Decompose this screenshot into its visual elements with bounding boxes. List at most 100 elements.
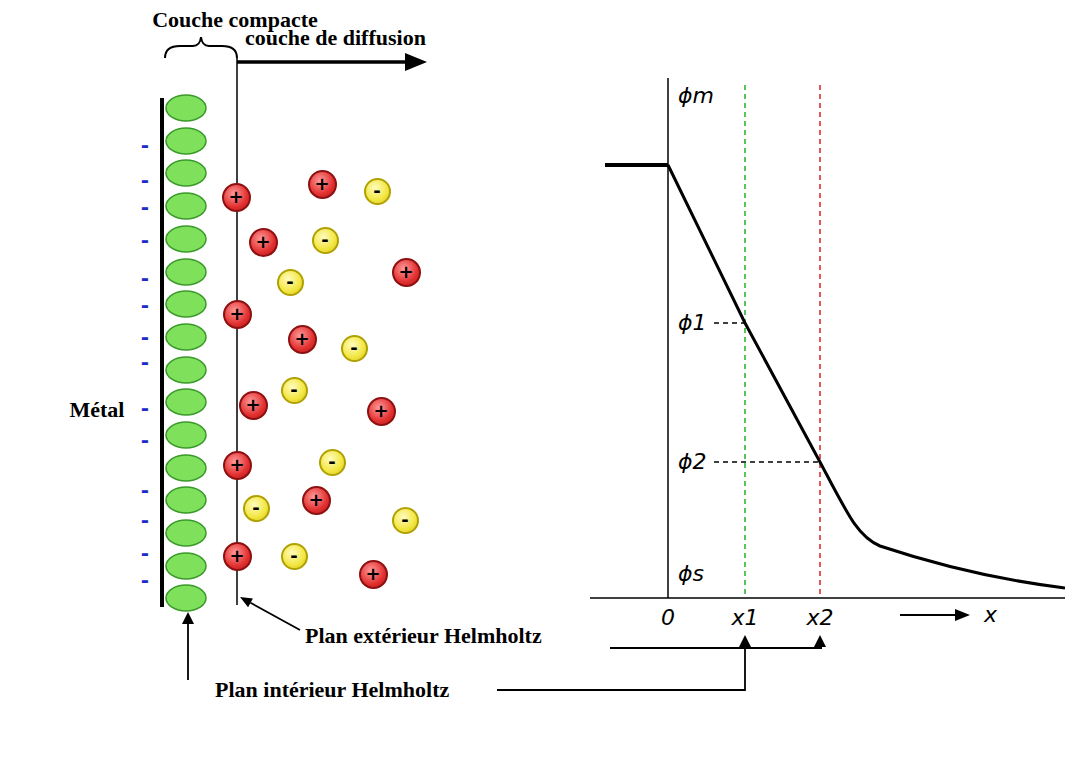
axis-label: x bbox=[982, 602, 999, 627]
plane-marker-x2 bbox=[819, 85, 821, 598]
ion-charge: - bbox=[373, 182, 380, 200]
surface-charge: - bbox=[141, 327, 149, 347]
ion-charge: - bbox=[252, 499, 259, 517]
plane-marker-x1 bbox=[744, 85, 746, 598]
arrow-head bbox=[955, 609, 970, 621]
surface-charge-box: - bbox=[141, 170, 149, 191]
layer-title-box: couche de diffusion bbox=[245, 25, 426, 50]
surface-charge-box: - bbox=[141, 480, 149, 501]
cation-ion: + bbox=[239, 391, 268, 420]
cation-ion: + bbox=[249, 228, 278, 257]
electrode-label: Métal bbox=[70, 397, 125, 422]
x-direction-arrow bbox=[900, 614, 957, 616]
metal-potential-level bbox=[605, 163, 668, 167]
surface-charge: - bbox=[141, 543, 149, 563]
axis-tick-label-box: x1 bbox=[729, 605, 760, 630]
anion-ion: - bbox=[341, 335, 368, 362]
surface-charge: - bbox=[141, 480, 149, 500]
arrow-head bbox=[814, 635, 826, 647]
anion-ion: - bbox=[281, 543, 308, 570]
cation-ion: + bbox=[392, 258, 421, 287]
surface-charge-box: - bbox=[141, 430, 149, 451]
leader-line bbox=[497, 648, 745, 690]
arrow-head bbox=[240, 597, 253, 607]
potential-label: ϕ2 bbox=[676, 449, 709, 474]
anion-ion: - bbox=[319, 449, 346, 476]
surface-charge: - bbox=[141, 398, 149, 418]
anion-ion: - bbox=[364, 178, 391, 205]
leader-line bbox=[610, 647, 822, 649]
surface-charge-box: - bbox=[141, 543, 149, 564]
potential-label-box: ϕs bbox=[676, 561, 706, 586]
anion-ion: - bbox=[281, 377, 308, 404]
arrow-head bbox=[739, 635, 751, 647]
cation-ion: + bbox=[302, 486, 331, 515]
outer-helmholtz-line bbox=[236, 58, 238, 605]
ion-charge: + bbox=[398, 263, 413, 281]
arrow-head bbox=[405, 53, 427, 71]
plane-label-box: Plan intérieur Helmholtz bbox=[215, 677, 449, 702]
ion-charge: - bbox=[286, 273, 293, 291]
cation-ion: + bbox=[367, 397, 396, 426]
axis-label-box: x bbox=[982, 602, 999, 627]
surface-charge: - bbox=[141, 510, 149, 530]
ion-charge: + bbox=[245, 396, 260, 414]
anion-ion: - bbox=[277, 269, 304, 296]
ion-charge: - bbox=[328, 453, 335, 471]
surface-charge: - bbox=[141, 197, 149, 217]
plane-label: Plan extérieur Helmholtz bbox=[305, 623, 542, 648]
ion-charge: + bbox=[228, 188, 243, 206]
adsorbed-molecules bbox=[166, 95, 206, 611]
cation-ion: + bbox=[223, 542, 252, 571]
surface-charge-box: - bbox=[141, 135, 149, 156]
surface-charge-box: - bbox=[141, 352, 149, 373]
surface-charge-box: - bbox=[141, 327, 149, 348]
cation-ion: + bbox=[223, 300, 252, 329]
ion-charge: + bbox=[365, 565, 380, 583]
diffusion-arrow bbox=[237, 60, 407, 64]
potential-label-box: ϕm bbox=[676, 83, 716, 108]
ion-charge: + bbox=[229, 456, 244, 474]
anion-ion: - bbox=[312, 227, 339, 254]
ion-charge: + bbox=[314, 175, 329, 193]
potential-label: ϕ1 bbox=[676, 310, 709, 335]
potential-label-box: ϕ2 bbox=[676, 449, 709, 474]
surface-charge: - bbox=[141, 430, 149, 450]
surface-charge: - bbox=[141, 170, 149, 190]
cation-ion: + bbox=[222, 183, 251, 212]
ion-charge: - bbox=[290, 547, 297, 565]
leader-line bbox=[187, 622, 189, 680]
arrow-head bbox=[182, 612, 194, 624]
ion-charge: - bbox=[350, 339, 357, 357]
plane-label: Plan intérieur Helmholtz bbox=[215, 677, 449, 702]
surface-charge: - bbox=[141, 268, 149, 288]
layer-title: couche de diffusion bbox=[245, 25, 426, 50]
potential-curve bbox=[668, 165, 1065, 588]
potential-label: ϕs bbox=[676, 561, 706, 586]
cation-ion: + bbox=[223, 451, 252, 480]
y-axis bbox=[667, 78, 669, 598]
ion-charge: + bbox=[294, 330, 309, 348]
ion-charge: + bbox=[229, 305, 244, 323]
anion-ion: - bbox=[243, 495, 270, 522]
anion-ion: - bbox=[392, 507, 419, 534]
surface-charge-box: - bbox=[141, 570, 149, 591]
level-marker bbox=[714, 322, 745, 324]
surface-charge-box: - bbox=[141, 268, 149, 289]
level-marker bbox=[714, 461, 820, 463]
surface-charge-box: - bbox=[141, 295, 149, 316]
surface-charge: - bbox=[141, 352, 149, 372]
cation-ion: + bbox=[359, 560, 388, 589]
cation-ion: + bbox=[308, 170, 337, 199]
surface-charge-box: - bbox=[141, 197, 149, 218]
electrode-label-box: Métal bbox=[70, 397, 125, 422]
ion-charge: + bbox=[229, 547, 244, 565]
ion-charge: - bbox=[401, 511, 408, 529]
axis-tick-label: x1 bbox=[729, 605, 760, 630]
ion-charge: + bbox=[308, 491, 323, 509]
compact-layer-brace bbox=[165, 37, 237, 58]
ion-charge: + bbox=[255, 233, 270, 251]
leader-line bbox=[251, 603, 301, 630]
